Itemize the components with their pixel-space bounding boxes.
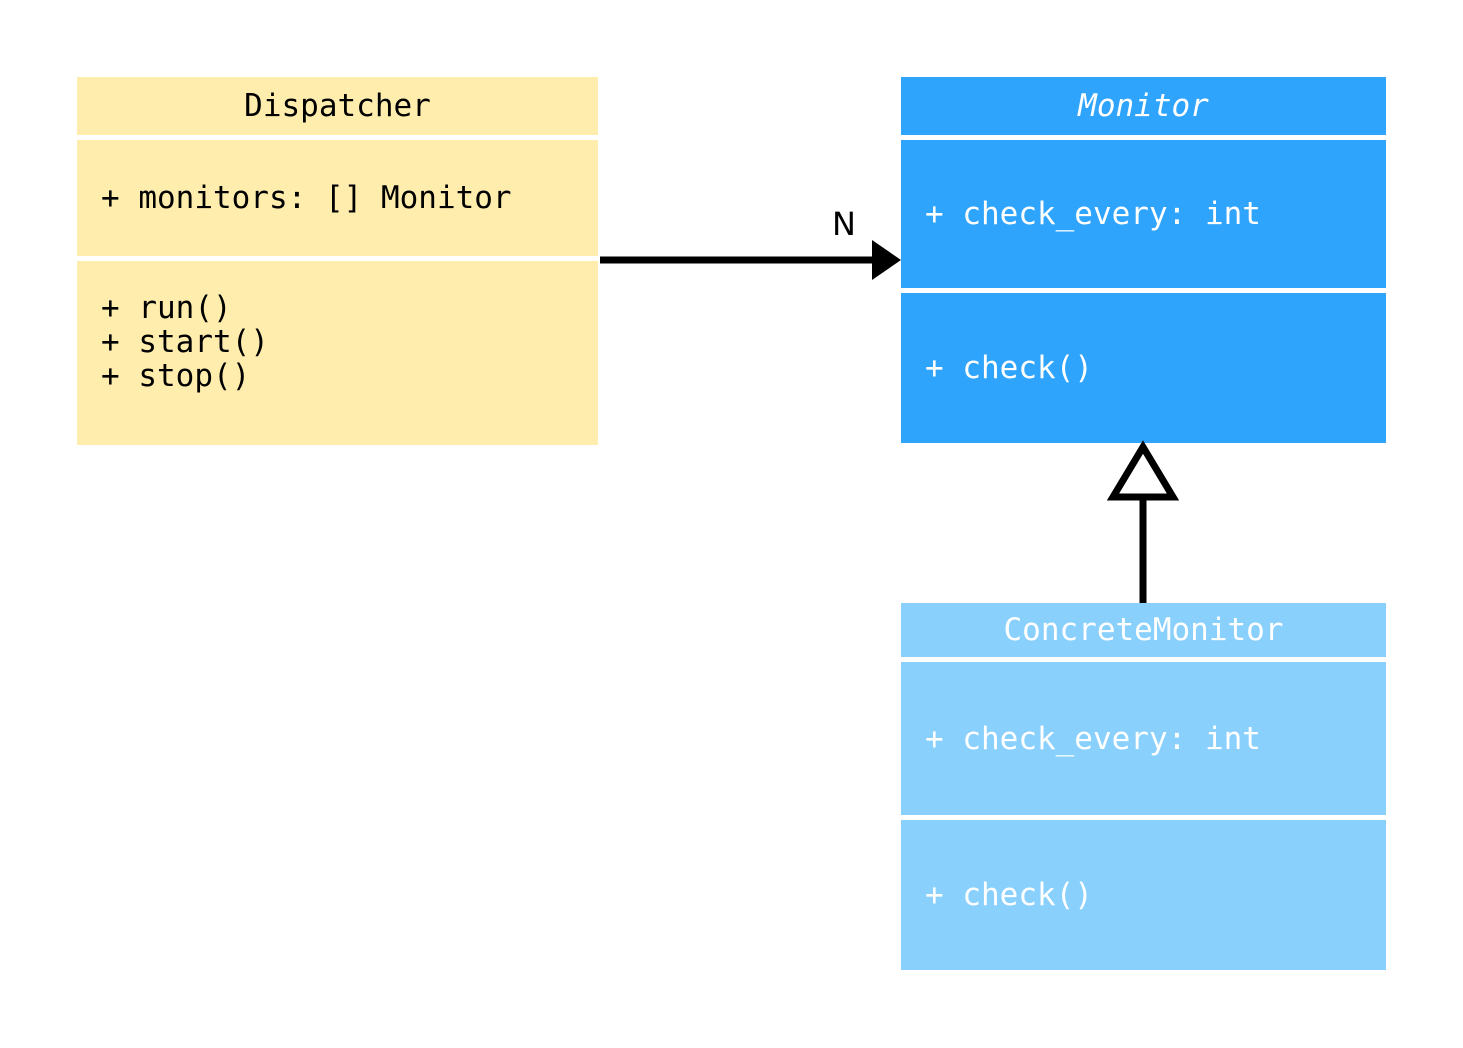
class-name-concrete-monitor: ConcreteMonitor — [1003, 611, 1284, 648]
class-box-dispatcher[interactable]: Dispatcher + monitors: [] Monitor + run(… — [77, 77, 598, 445]
class-box-monitor[interactable]: Monitor + check_every: int + check() — [901, 77, 1386, 443]
generalization-concrete-monitor-to-monitor — [1106, 440, 1180, 603]
class-name-dispatcher: Dispatcher — [244, 87, 431, 124]
association-label-n: N — [832, 205, 856, 243]
methods-compartment-dispatcher: + run() + start() + stop() — [77, 261, 598, 445]
class-name-monitor: Monitor — [1078, 87, 1209, 124]
method-row: + check() — [925, 350, 1093, 386]
attribute-row: + monitors: [] Monitor — [101, 180, 512, 216]
attributes-compartment-dispatcher: + monitors: [] Monitor — [77, 140, 598, 256]
attribute-row: + check_every: int — [925, 196, 1261, 232]
attribute-row: + check_every: int — [925, 720, 1261, 757]
class-name-compartment-monitor: Monitor — [901, 77, 1386, 135]
attributes-compartment-monitor: + check_every: int — [901, 140, 1386, 288]
class-box-concrete-monitor[interactable]: ConcreteMonitor + check_every: int + che… — [901, 603, 1386, 970]
class-name-compartment-concrete-monitor: ConcreteMonitor — [901, 603, 1386, 657]
attributes-compartment-concrete-monitor: + check_every: int — [901, 662, 1386, 815]
method-row: + stop() — [101, 358, 251, 394]
methods-compartment-concrete-monitor: + check() — [901, 820, 1386, 970]
method-row: + check() — [925, 877, 1093, 913]
method-row: + run() — [101, 290, 232, 326]
methods-compartment-monitor: + check() — [901, 293, 1386, 443]
hollow-triangle-icon — [1106, 440, 1180, 501]
association-dispatcher-to-monitor — [600, 240, 901, 280]
method-row: + start() — [101, 324, 269, 360]
filled-arrow-icon — [872, 240, 901, 280]
class-name-compartment-dispatcher: Dispatcher — [77, 77, 598, 135]
